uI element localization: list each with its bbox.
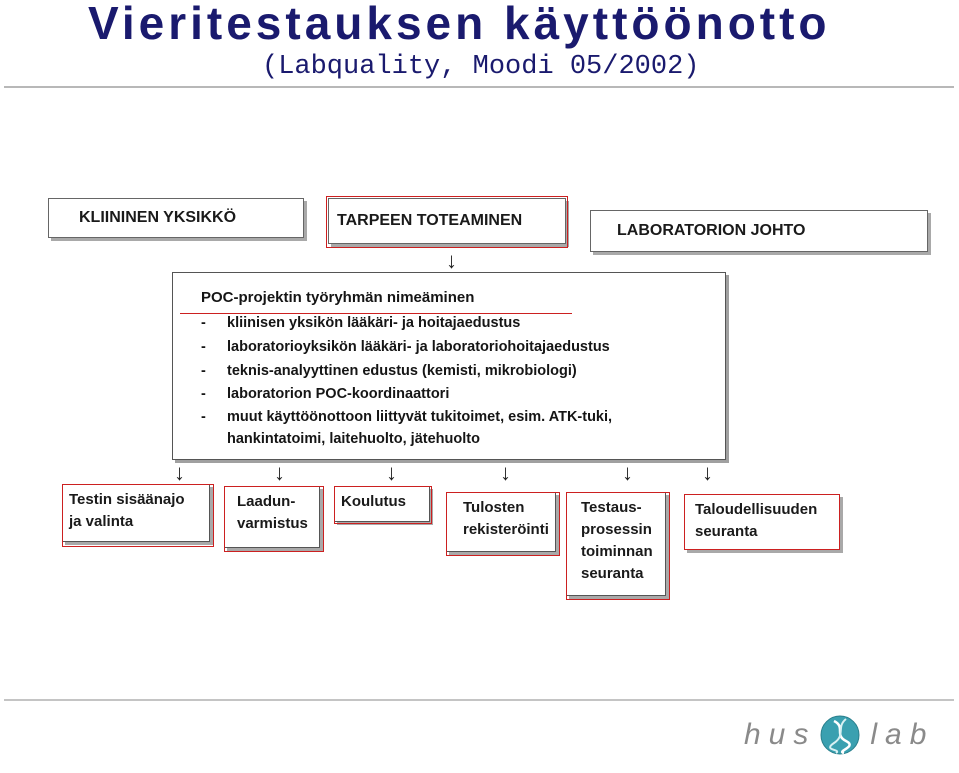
page-title: Vieritestauksen käyttöönotto — [88, 0, 831, 49]
project-item-dash: - — [201, 315, 206, 331]
project-item-continuation: hankintatoimi, laitehuolto, jätehuolto — [227, 431, 480, 447]
bottom-box-line: seuranta — [695, 523, 758, 540]
bottom-box-line: toiminnan — [581, 543, 653, 560]
logo-text-left: hus — [744, 718, 817, 751]
bottom-box-cost-monitoring: Taloudellisuuden seuranta — [684, 494, 840, 550]
bottom-box-process-monitoring: Testaus- prosessin toiminnan seuranta — [566, 492, 666, 596]
top-box-need-assessment: TARPEEN TOTEAMINEN — [328, 198, 566, 244]
project-item: - laboratorioyksikön lääkäri- ja laborato… — [201, 339, 610, 355]
project-box: POC-projektin työryhmän nimeäminen - klii… — [172, 272, 726, 460]
project-item-text: laboratorioyksikön lääkäri- ja laborator… — [227, 339, 610, 355]
bottom-box-line: prosessin — [581, 521, 652, 538]
project-item: - muut käyttöönottoon liittyvät tukitoime… — [201, 409, 612, 425]
highlight-quality-assurance — [224, 486, 324, 552]
highlight-test-selection — [62, 484, 214, 547]
bottom-box-line: Testin sisäänajo — [69, 491, 185, 508]
bottom-box-line: rekisteröinti — [463, 521, 549, 538]
project-item-text: laboratorion POC-koordinaattori — [227, 386, 450, 402]
footer-divider — [4, 699, 954, 701]
project-item-dash: - — [201, 339, 206, 355]
highlight-underline — [180, 313, 572, 314]
header-divider — [4, 86, 954, 88]
bottom-box-line: seuranta — [581, 565, 644, 582]
bottom-box-line: Taloudellisuuden — [695, 501, 818, 518]
page-subtitle: (Labquality, Moodi 05/2002) — [262, 52, 700, 82]
project-item-text: kliinisen yksikön lääkäri- ja hoitajaedu… — [227, 315, 521, 331]
arrow-down-icon: ↓ — [702, 460, 713, 485]
project-item-dash: - — [201, 386, 206, 402]
bottom-box-test-selection: Testin sisäänajo ja valinta — [62, 484, 210, 542]
highlight-process-monitoring — [566, 492, 670, 600]
bottom-box-line: varmistus — [237, 515, 308, 532]
logo-text-right: lab — [870, 718, 935, 751]
highlight-cost-monitoring — [684, 494, 840, 550]
arrow-down-icon: ↓ — [446, 248, 457, 273]
top-box-need-assessment-label: TARPEEN TOTEAMINEN — [337, 212, 523, 229]
bottom-box-training: Koulutus — [334, 486, 430, 522]
highlight-training — [334, 486, 432, 524]
project-item: - kliinisen yksikön lääkäri- ja hoitajaed… — [201, 315, 520, 331]
bottom-box-line: Tulosten — [463, 499, 525, 516]
top-box-lab-management-label: LABORATORION JOHTO — [617, 222, 806, 239]
top-box-clinical-unit-label: KLIININEN YKSIKKÖ — [79, 209, 237, 226]
project-item: - teknis-analyyttinen edustus (kemisti, m… — [201, 363, 577, 379]
project-item-continuation-text: hankintatoimi, laitehuolto, jätehuolto — [227, 431, 480, 447]
arrow-down-icon: ↓ — [500, 460, 511, 485]
bottom-box-line: Koulutus — [341, 493, 406, 510]
project-item-dash: - — [201, 409, 206, 425]
bottom-box-line: Testaus- — [581, 499, 642, 516]
arrow-down-icon: ↓ — [622, 460, 633, 485]
top-box-lab-management: LABORATORION JOHTO — [590, 210, 928, 252]
huslab-logo: hus lab — [744, 715, 934, 755]
project-item-text: teknis-analyyttinen edustus (kemisti, mi… — [227, 363, 577, 379]
top-box-clinical-unit: KLIININEN YKSIKKÖ — [48, 198, 304, 238]
bottom-box-line: ja valinta — [69, 513, 134, 530]
bottom-box-line: Laadun- — [237, 493, 296, 510]
dna-ball-icon — [820, 715, 860, 755]
arrow-down-icon: ↓ — [386, 460, 397, 485]
project-item-dash: - — [201, 363, 206, 379]
highlight-result-registration — [446, 492, 560, 556]
arrow-down-icon: ↓ — [274, 460, 285, 485]
highlight-need-assessment — [326, 196, 568, 248]
arrow-down-icon: ↓ — [174, 460, 185, 485]
project-box-title: POC-projektin työryhmän nimeäminen — [201, 289, 475, 306]
project-item-text: muut käyttöönottoon liittyvät tukitoimet… — [227, 409, 613, 425]
bottom-box-quality-assurance: Laadun- varmistus — [224, 486, 320, 548]
project-item: - laboratorion POC-koordinaattori — [201, 386, 449, 402]
